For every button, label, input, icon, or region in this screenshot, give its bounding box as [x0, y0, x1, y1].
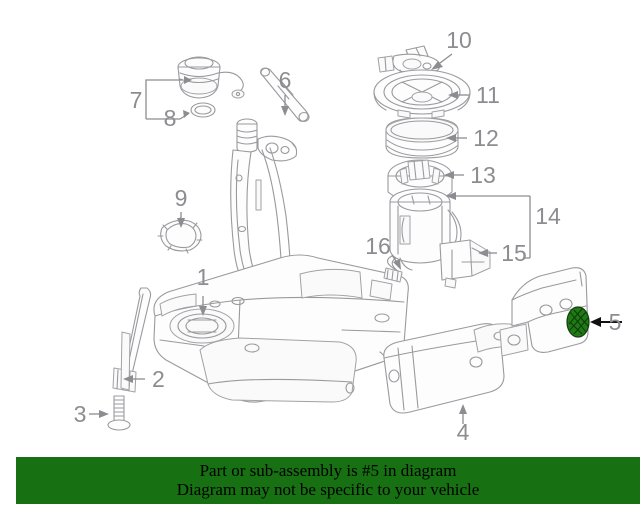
- part-fuel-tank: [153, 254, 409, 403]
- part-right-bracket: [499, 267, 589, 357]
- part-fuel-cap: [177, 56, 245, 99]
- info-banner: Part or sub-assembly is #5 in diagram Di…: [16, 457, 640, 504]
- callout-14: 14: [535, 203, 561, 229]
- part-tether-rod: [259, 67, 310, 123]
- banner-line-2: Diagram may not be specific to your vehi…: [176, 479, 480, 499]
- part-grommet-highlighted: [566, 306, 590, 338]
- part-fuel-pump-assembly: [389, 188, 462, 271]
- callout-12: 12: [473, 125, 499, 151]
- callout-7: 7: [130, 87, 143, 113]
- callout-2: 2: [152, 366, 165, 392]
- callout-10: 10: [446, 27, 472, 53]
- callout-3: 3: [74, 401, 87, 427]
- callout-6: 6: [279, 67, 292, 93]
- callout-1: 1: [197, 264, 210, 290]
- part-filler-neck: [230, 118, 298, 295]
- callout-9: 9: [175, 185, 188, 211]
- part-seal-ring: [385, 117, 459, 159]
- callout-13: 13: [470, 162, 496, 188]
- leader-7-8: [145, 76, 192, 120]
- part-pump-flange-cover: [373, 69, 471, 119]
- part-strap-bolt: [107, 395, 131, 431]
- part-lock-ring: [157, 217, 203, 254]
- part-pump-bracket: [439, 239, 491, 289]
- part-cap-seal-ring: [190, 102, 216, 118]
- callout-11: 11: [476, 82, 500, 108]
- callout-5: 5: [609, 309, 622, 335]
- callout-numbers: 1 2 3 4 5 6 7 8 9 10 11 12 13 14 15 16: [74, 27, 622, 445]
- callout-4: 4: [457, 419, 470, 445]
- callout-15: 15: [501, 240, 527, 266]
- part-tank-strap: [112, 287, 152, 393]
- leader-lines: [89, 53, 622, 424]
- banner-line-1: Part or sub-assembly is #5 in diagram: [199, 461, 457, 481]
- callout-16: 16: [365, 233, 391, 259]
- callout-8: 8: [164, 105, 177, 131]
